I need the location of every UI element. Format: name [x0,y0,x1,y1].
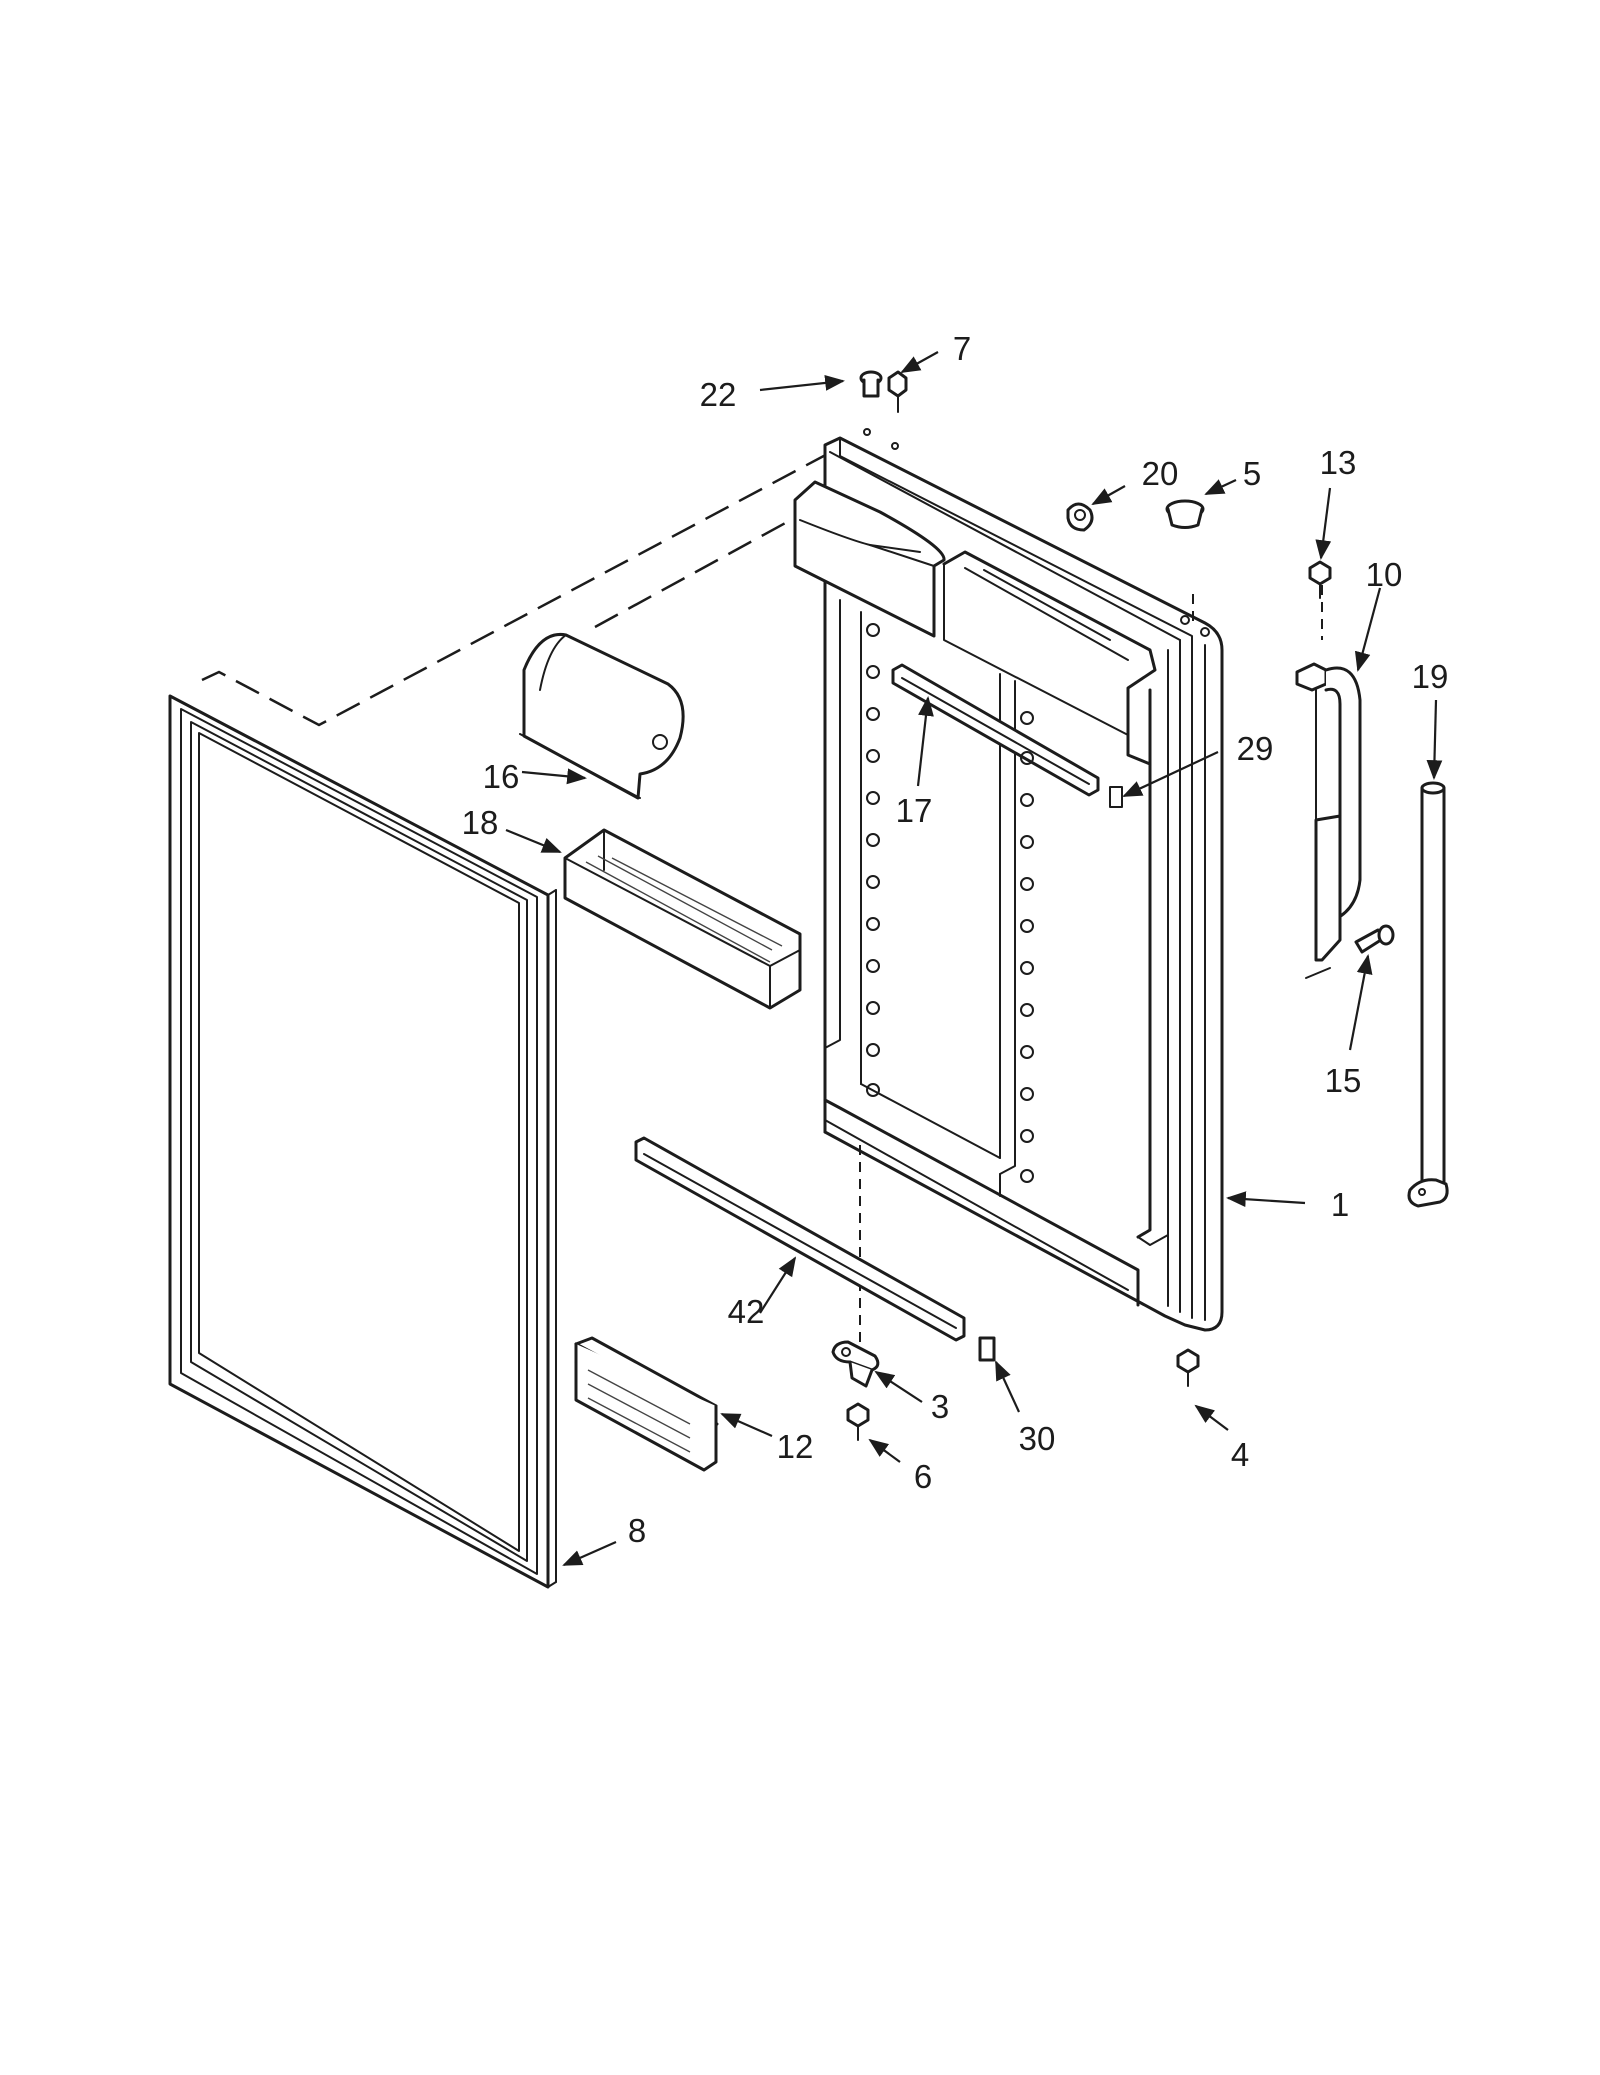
callout-5: 5 [1243,455,1261,492]
callout-15: 12 [777,1428,814,1465]
part-3-hinge [831,1340,880,1388]
part-16-bin [519,632,685,800]
callout-17: 17 [896,792,933,829]
part-42-rail [634,1136,966,1342]
leader-lines [505,351,1443,1567]
callout-labels: 22 7 20 5 13 10 19 29 17 16 18 15 1 42 3… [462,330,1449,1549]
callout-10: 10 [1366,556,1403,593]
callout-16: 16 [483,758,520,795]
part-19-rod [1407,781,1449,1208]
part-13-screw [1354,924,1395,954]
callout-19: 19 [1412,658,1449,695]
callout-13: 15 [1325,1062,1362,1099]
assembly-line-top [201,449,834,727]
callout-7: 7 [953,330,971,367]
part-22-pin [859,370,883,398]
callout-6: 6 [914,1458,932,1495]
callout-12: 13 [1320,444,1357,481]
part-10-handle [1295,662,1362,979]
callout-30: 30 [1019,1420,1056,1457]
door-liner [793,428,1224,1332]
part-18-bin [563,828,802,1010]
callout-4: 4 [1231,1436,1249,1473]
callout-29: 29 [1237,730,1274,767]
part-7-screw [887,370,908,413]
callout-22: 22 [700,376,737,413]
part-6-screw [846,1402,870,1441]
callout-3: 3 [931,1388,949,1425]
callout-8: 8 [628,1512,646,1549]
part-5-plug [1165,499,1205,529]
part-30-cap [978,1336,996,1362]
part-20-clip [1066,502,1094,532]
part-15-plate [574,1336,719,1472]
door-liner-pegs-left [866,623,880,1097]
door-gasket [168,694,557,1589]
part-12-screw [1308,560,1332,599]
callout-1: 1 [1331,1186,1349,1223]
door-liner-pegs-right [1020,711,1034,1183]
callout-42: 42 [728,1293,765,1330]
callout-20: 20 [1142,455,1179,492]
callout-18: 18 [462,804,499,841]
part-4-screw [1176,1348,1200,1387]
